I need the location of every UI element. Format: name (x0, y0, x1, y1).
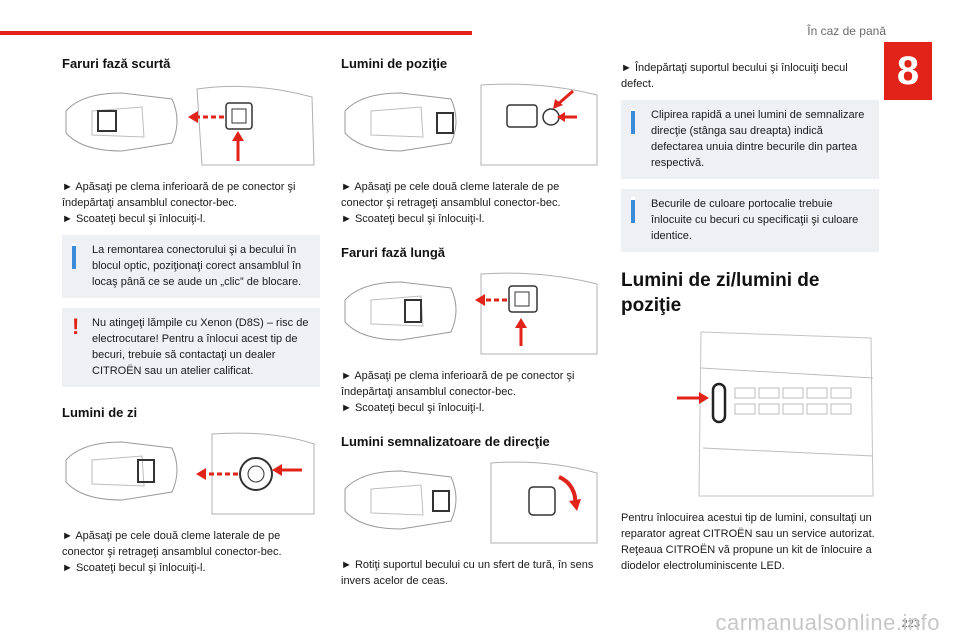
info-icon (72, 243, 88, 269)
column-2: Lumini de poziţie ► Apăsaţi pe cele două… (341, 56, 599, 589)
info-note-orange-bulbs: Becurile de culoare portocalie trebuie î… (621, 189, 879, 252)
turn-signal-step-1: ► Rotiţi suportul becului cu un sfert de… (341, 559, 594, 587)
warning-icon: ! (72, 314, 80, 339)
illustration-led-drl (621, 328, 879, 498)
position-step-2: ► Scoateţi becul şi înlocuiţi-l. (341, 213, 485, 225)
illustration-daytime-lights (62, 430, 320, 516)
illustration-high-beam (341, 270, 599, 356)
high-beam-step-2: ► Scoateţi becul şi înlocuiţi-l. (341, 402, 485, 414)
top-accent-bar (0, 31, 472, 35)
drl-text-1: Pentru înlocuirea acestui tip de lumini,… (621, 512, 875, 540)
heading-position-lights: Lumini de poziţie (341, 56, 448, 71)
low-beam-step-2: ► Scoateţi becul şi înlocuiţi-l. (62, 213, 206, 225)
info-icon (631, 108, 647, 134)
column-1: Faruri fază scurtă ► Apăsaţi pe clema in… (62, 56, 320, 576)
heading-low-beam: Faruri fază scurtă (62, 56, 171, 71)
info-note-fast-blinking: Clipirea rapidă a unei lumini de semnali… (621, 100, 879, 179)
heading-daytime-lights: Lumini de zi (62, 405, 138, 420)
illustration-position-lights (341, 81, 599, 167)
illustration-low-beam (62, 81, 320, 167)
warning-note-xenon: ! Nu atingeţi lămpile cu Xenon (D8S) – r… (62, 308, 320, 387)
illustration-turn-signals (341, 459, 599, 545)
daytime-step-2: ► Scoateţi becul şi înlocuiţi-l. (62, 562, 206, 574)
info-note-reassembly: La remontarea conectorului şi a becului … (62, 235, 320, 298)
drl-text-2: Reţeaua CITROËN vă propune un kit de înl… (621, 544, 872, 572)
low-beam-step-1: ► Apăsaţi pe clema inferioară de pe cone… (62, 181, 296, 209)
daytime-step-1: ► Apăsaţi pe cele două cleme laterale de… (62, 530, 282, 558)
column-3: ► Îndepărtaţi suportul becului şi înlocu… (621, 60, 879, 574)
section-header-title: În caz de pană (807, 24, 886, 38)
chapter-number-badge: 8 (884, 42, 932, 100)
high-beam-step-1: ► Apăsaţi pe clema inferioară de pe cone… (341, 370, 575, 398)
position-step-1: ► Apăsaţi pe cele două cleme laterale de… (341, 181, 561, 209)
heading-high-beam: Faruri fază lungă (341, 245, 446, 260)
turn-signal-step-2: ► Îndepărtaţi suportul becului şi înlocu… (621, 62, 848, 90)
page-number: 223 (901, 618, 920, 630)
heading-turn-signals: Lumini semnalizatoare de direcţie (341, 434, 550, 449)
watermark: carmanualsonline.info (715, 610, 940, 635)
info-icon (631, 197, 647, 223)
heading-drl-position: Lumini de zi/lumini de poziţie (621, 270, 820, 316)
